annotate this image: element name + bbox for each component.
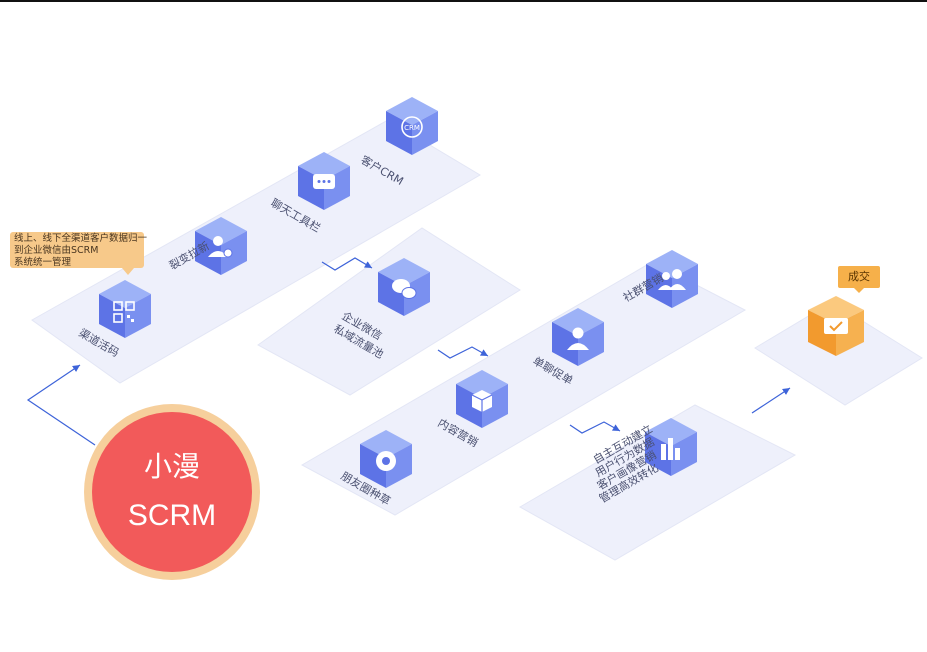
cube-channel-qr [99,280,151,338]
camera-aperture-icon [376,451,396,471]
cube-community [646,250,698,308]
cube-analytics [645,418,697,476]
arrow-operations-to-conversion [569,421,621,434]
arrow-conversion-to-deal [751,387,791,414]
callout-line-3: 系统统一管理 [14,257,72,268]
cube-fission [195,217,247,275]
arrow-acquisition-to-pool [321,257,373,271]
callout-line-2: 到企业微信由SCRM [14,245,99,256]
person-icon [567,327,589,350]
cube-content [456,370,508,428]
platform-conversion [518,404,797,561]
platform-operations [300,261,747,516]
brand-name-cn: 小漫 [143,450,200,483]
wechat-icon [392,279,417,299]
qr-code-icon [113,301,135,323]
callout-line-1: 线上、线下全渠道客户数据归一 [14,233,148,244]
brand-logo: 小漫 SCRM [84,404,260,580]
arrow-brand-to-channel [26,364,96,446]
cube-deal [808,296,864,356]
brand-logo-inner: 小漫 SCRM [92,412,252,572]
bar-chart-icon [661,438,680,460]
cube-chat-tool [298,152,350,210]
cube-wecom-pool [378,258,430,316]
arrow-pool-to-operations [437,346,489,359]
deal-check-icon [824,318,848,334]
cube-one-to-one [552,308,604,366]
add-user-icon [208,236,233,258]
data-unification-callout: 线上、线下全渠道客户数据归一 到企业微信由SCRM 系统统一管理 [10,232,148,275]
cube-moments [360,430,412,488]
crm-icon: CRM [401,116,423,138]
top-border [0,0,927,2]
svg-text:CRM: CRM [404,124,420,132]
cube-crm: CRM [386,97,438,155]
chat-bubble-icon [313,174,335,189]
deal-badge: 成交 [838,266,880,293]
cube-icon [471,390,493,412]
brand-name-en: SCRM [127,499,217,532]
group-icon [658,269,686,290]
